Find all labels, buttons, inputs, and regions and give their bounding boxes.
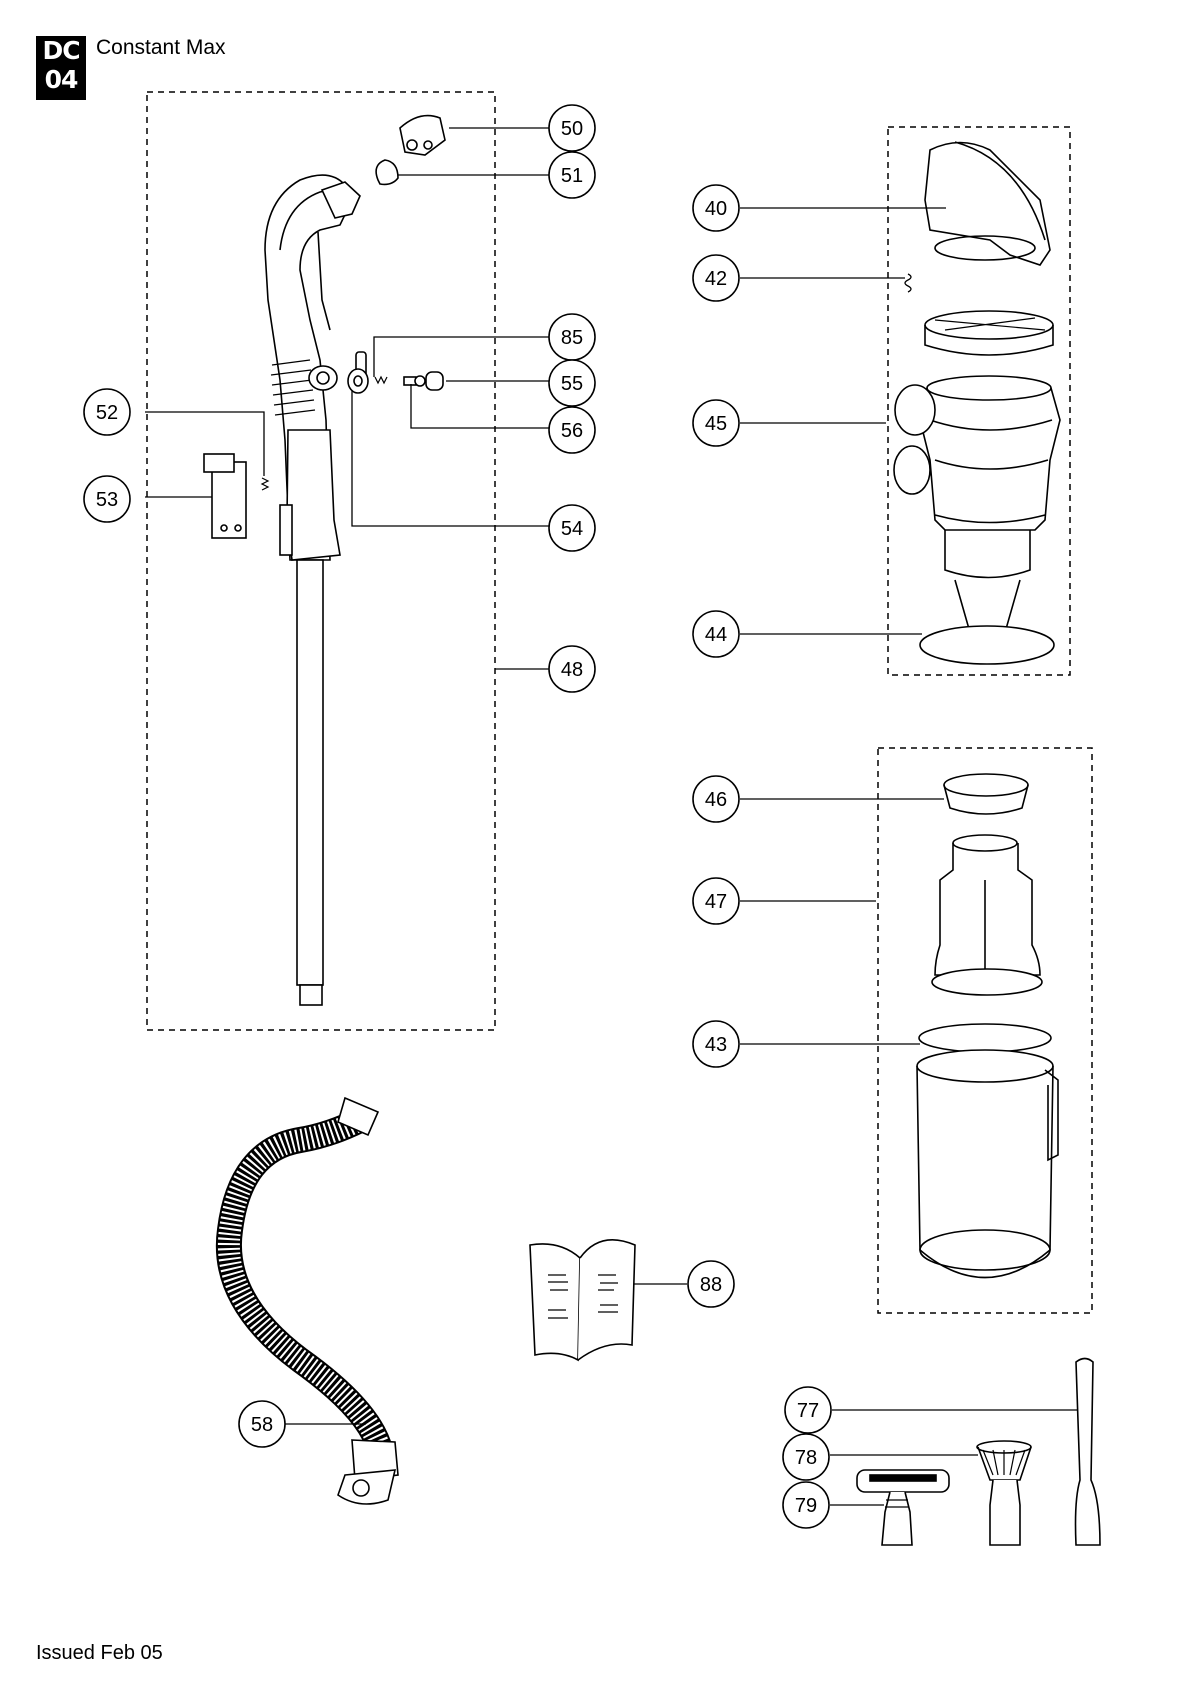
- callout-40: 40: [692, 184, 740, 232]
- callout-56: 56: [548, 406, 596, 454]
- callout-markers: 50 51 85 55 56 54 48 52 53 40 42 45 44 4…: [83, 104, 832, 1529]
- callout-56-label: 56: [561, 420, 583, 442]
- part-45-filter-ring: [924, 310, 1054, 356]
- callout-44: 44: [692, 610, 740, 658]
- callout-46-label: 46: [705, 789, 727, 811]
- callout-43-label: 43: [705, 1034, 727, 1056]
- callout-42-label: 42: [705, 268, 727, 290]
- leader-lines-wand: [145, 127, 549, 670]
- part-88-manual: [529, 1238, 636, 1362]
- callout-48: 48: [548, 645, 596, 693]
- callout-48-label: 48: [561, 659, 583, 681]
- callout-52: 52: [83, 388, 131, 436]
- leader-lines-cyclone: [740, 207, 946, 635]
- callout-52-label: 52: [96, 402, 118, 424]
- callout-42: 42: [692, 254, 740, 302]
- callout-45: 45: [692, 399, 740, 447]
- part-44-seal: [919, 625, 1055, 665]
- callout-79: 79: [782, 1481, 830, 1529]
- callout-78-label: 78: [795, 1447, 817, 1469]
- callout-43: 43: [692, 1020, 740, 1068]
- leader-lines-tools: [830, 1409, 1078, 1506]
- part-52-spring: [260, 477, 270, 491]
- part-58-hose: [215, 1096, 399, 1505]
- part-43-bin: [916, 1049, 1059, 1279]
- model-title: Constant Max: [96, 36, 226, 59]
- callout-45-label: 45: [705, 413, 727, 435]
- callout-53-label: 53: [96, 489, 118, 511]
- callout-53: 53: [83, 475, 131, 523]
- callout-55: 55: [548, 359, 596, 407]
- callout-47-label: 47: [705, 891, 727, 913]
- part-78-brush-tool: [976, 1440, 1032, 1546]
- part-42-spring: [904, 273, 912, 293]
- callout-47: 47: [692, 877, 740, 925]
- part-79-upholstery-tool: [856, 1469, 950, 1546]
- issue-date: Issued Feb 05: [36, 1642, 163, 1664]
- part-40-cyclone-top: [924, 141, 1051, 266]
- part-55-cap: [425, 371, 444, 391]
- callout-77-label: 77: [797, 1400, 819, 1422]
- callout-85: 85: [548, 313, 596, 361]
- callout-50-label: 50: [561, 118, 583, 140]
- group-box-wand: [146, 91, 496, 1031]
- part-47-shroud: [931, 834, 1043, 996]
- group-box-bin: [877, 747, 1093, 1314]
- callout-77: 77: [784, 1386, 832, 1434]
- part-50-catch: [399, 114, 446, 156]
- callout-78: 78: [782, 1433, 830, 1481]
- callout-50: 50: [548, 104, 596, 152]
- callout-51-label: 51: [561, 165, 583, 187]
- group-box-cyclone: [887, 126, 1071, 676]
- part-56-screw: [403, 375, 426, 387]
- logo-line-1: DC: [42, 36, 80, 65]
- callout-54: 54: [548, 504, 596, 552]
- dyson-dc04-logo: DC 04: [36, 36, 86, 100]
- callout-55-label: 55: [561, 373, 583, 395]
- part-53-trigger: [203, 453, 247, 539]
- callout-51: 51: [548, 151, 596, 199]
- callout-46: 46: [692, 775, 740, 823]
- part-46-shroud-top: [943, 773, 1029, 815]
- part-43-seal: [918, 1023, 1052, 1053]
- callout-85-label: 85: [561, 327, 583, 349]
- callout-58-label: 58: [251, 1414, 273, 1436]
- leader-lines-bin: [740, 798, 944, 1045]
- part-77-crevice-tool: [1074, 1357, 1101, 1546]
- handle-wand-assembly: [264, 174, 361, 1006]
- callout-88: 88: [687, 1260, 735, 1308]
- callout-88-label: 88: [700, 1274, 722, 1296]
- part-85-spring: [374, 375, 388, 385]
- callout-44-label: 44: [705, 624, 727, 646]
- part-45-cyclone-body: [893, 375, 1061, 651]
- callout-58: 58: [238, 1400, 286, 1448]
- part-51-button: [375, 159, 399, 186]
- callout-79-label: 79: [795, 1495, 817, 1517]
- part-54-latch: [347, 351, 369, 394]
- callout-40-label: 40: [705, 198, 727, 220]
- callout-54-label: 54: [561, 518, 583, 540]
- logo-line-2: 04: [44, 65, 79, 94]
